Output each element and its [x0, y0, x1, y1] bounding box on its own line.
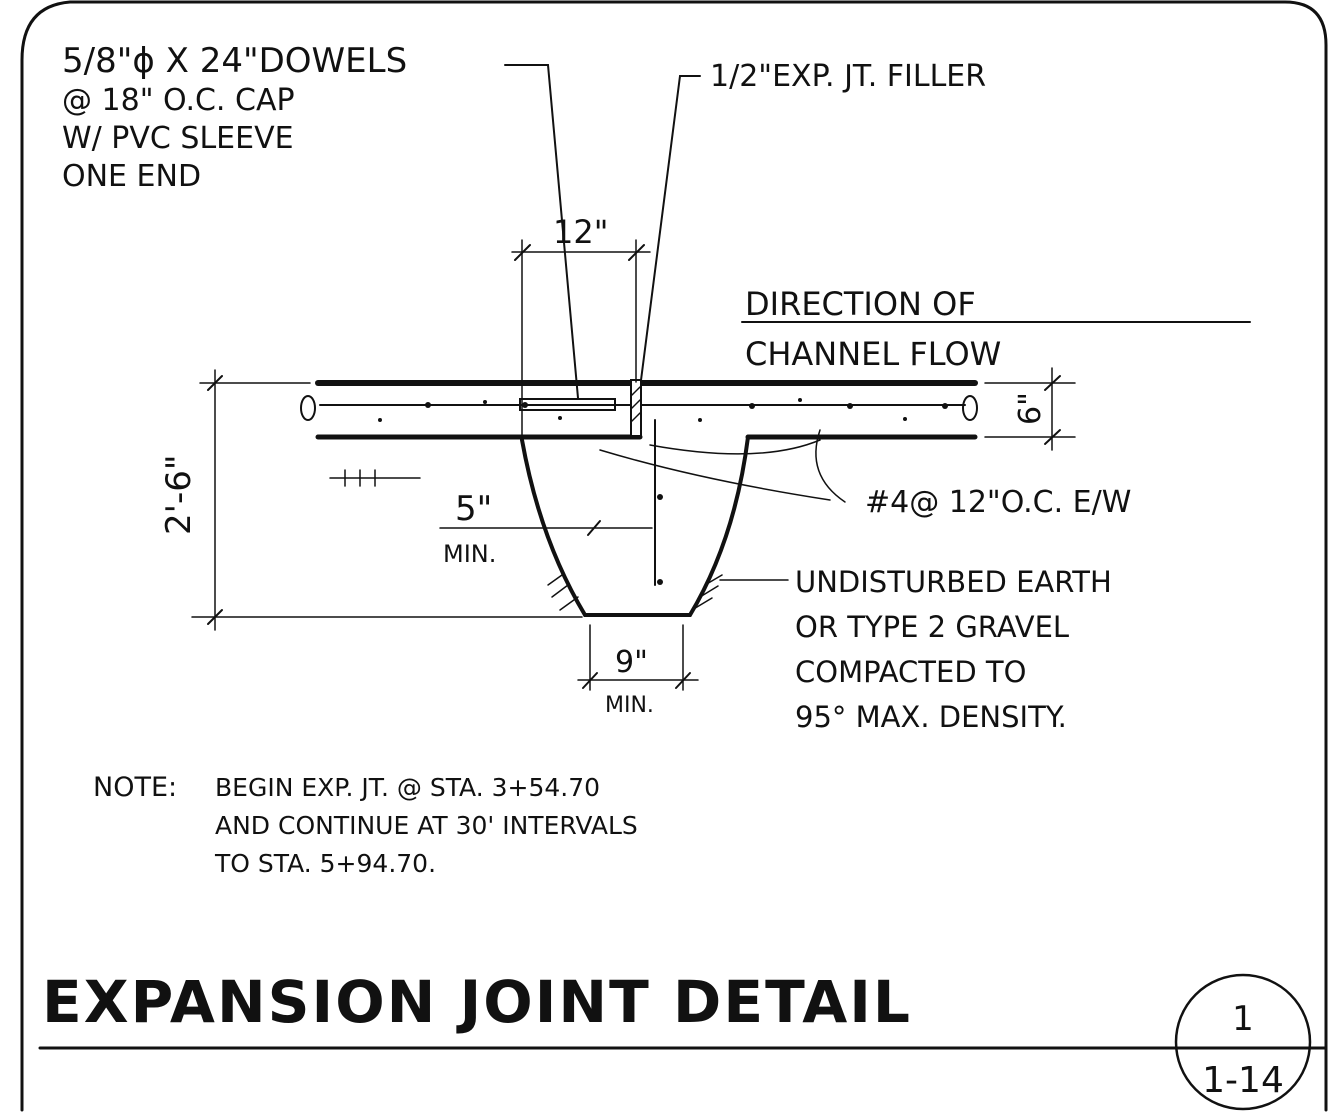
sheet-border: [20, 0, 1328, 1112]
filler-leader-line: [639, 75, 701, 389]
detail-number: 1: [1232, 999, 1254, 1039]
dowel-callout: 5/8"ϕ X 24"DOWELS @ 18" O.C. CAP W/ PVC …: [62, 41, 579, 399]
soil-line-2: [649, 439, 821, 455]
dim-width-top-label: 12": [553, 213, 608, 251]
cutoff-wall-outline: [520, 435, 750, 617]
soil-hatching: [329, 469, 723, 611]
dowel-callout-line-4: ONE END: [62, 159, 201, 194]
dim-depth-label: 2'-6": [159, 454, 199, 535]
earth-callout-line-2: OR TYPE 2 GRAVEL: [795, 610, 1069, 644]
earth-callout-line-4: 95° MAX. DENSITY.: [795, 700, 1067, 734]
rebar-leader-curve: [815, 429, 846, 503]
note-label: NOTE:: [93, 772, 177, 803]
dowel-bar: [519, 398, 616, 411]
note-line-2: AND CONTINUE AT 30' INTERVALS: [215, 811, 638, 840]
dim-edge-value: 5": [455, 489, 492, 529]
dowel-callout-line-2: @ 18" O.C. CAP: [62, 83, 295, 118]
soil-line-1: [599, 449, 831, 501]
earth-callout-line-1: UNDISTURBED EARTH: [795, 565, 1112, 599]
dim-bottom-min: MIN.: [605, 693, 654, 718]
filler-callout-label: 1/2"EXP. JT. FILLER: [710, 59, 986, 94]
detail-sheet: 1-14: [1202, 1060, 1284, 1101]
dim-slab-thickness: 6": [984, 367, 1076, 451]
dim-bottom: 9" MIN.: [577, 624, 699, 718]
dim-slab-thickness-label: 6": [1013, 392, 1048, 425]
general-note: NOTE: BEGIN EXP. JT. @ STA. 3+54.70 AND …: [93, 772, 638, 878]
flow-direction-callout: DIRECTION OF CHANNEL FLOW: [741, 285, 1251, 373]
rebar-callout: #4@ 12"O.C. E/W: [865, 485, 1131, 520]
dim-depth: 2'-6": [159, 369, 583, 631]
slab-section: [300, 379, 978, 586]
concrete-aggregate: [378, 398, 948, 422]
detail-marker: 1 1-14: [1174, 973, 1312, 1111]
dim-width-top: 12": [511, 213, 651, 441]
dim-edge: 5" MIN.: [439, 489, 653, 568]
note-line-1: BEGIN EXP. JT. @ STA. 3+54.70: [215, 773, 600, 802]
dowel-callout-line-1: 5/8"ϕ X 24"DOWELS: [62, 41, 407, 81]
dim-bottom-value: 9": [615, 645, 648, 680]
detail-marker-circle: [1174, 973, 1312, 1111]
dim-edge-min: MIN.: [443, 540, 496, 568]
earth-callout-line-3: COMPACTED TO: [795, 655, 1026, 689]
slab-left-break: [300, 395, 316, 421]
drawing-title: EXPANSION JOINT DETAIL: [42, 968, 912, 1036]
earth-callout: UNDISTURBED EARTH OR TYPE 2 GRAVEL COMPA…: [719, 565, 1112, 734]
flow-direction-line-2: CHANNEL FLOW: [745, 335, 1001, 373]
dowel-leader-line: [504, 64, 579, 399]
slab-right-break: [962, 395, 978, 421]
filler-callout: 1/2"EXP. JT. FILLER: [639, 59, 986, 389]
note-line-3: TO STA. 5+94.70.: [214, 849, 436, 878]
flow-direction-line-1: DIRECTION OF: [745, 285, 976, 323]
dowel-callout-line-3: W/ PVC SLEEVE: [62, 121, 294, 156]
